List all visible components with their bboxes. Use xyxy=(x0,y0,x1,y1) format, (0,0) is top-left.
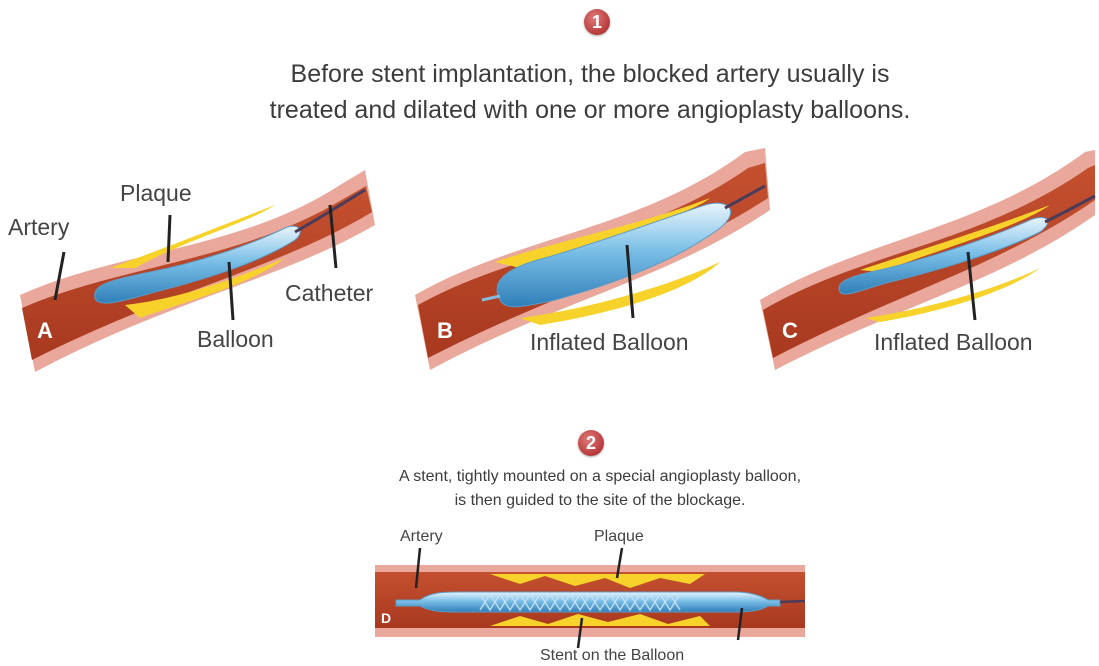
panel-d-artery-label: Artery xyxy=(400,528,443,546)
balloon-d xyxy=(396,592,780,612)
panel-a-letter: A xyxy=(37,318,53,344)
panel-d-illustration xyxy=(375,548,805,648)
panel-d-letter: D xyxy=(381,610,391,626)
panel-a-artery-label: Artery xyxy=(8,214,69,241)
step-1-badge: 1 xyxy=(584,9,610,35)
step-2-badge: 2 xyxy=(578,430,604,456)
panel-b-balloon-label: Inflated Balloon xyxy=(530,329,689,356)
panel-d-stent-label: Stent on the Balloon xyxy=(540,647,684,665)
step-1-caption-line-1: Before stent implantation, the blocked a… xyxy=(150,56,1030,92)
panel-d-plaque-label: Plaque xyxy=(594,528,644,546)
step-2-caption-line-2: is then guided to the site of the blocka… xyxy=(280,490,920,512)
step-1-caption-line-2: treated and dilated with one or more ang… xyxy=(150,92,1030,128)
panel-b-letter: B xyxy=(437,318,453,344)
panel-a-balloon-label: Balloon xyxy=(197,326,274,353)
panel-c-letter: C xyxy=(782,318,798,344)
panel-a-catheter-label: Catheter xyxy=(285,280,373,307)
panel-c-balloon-label: Inflated Balloon xyxy=(874,329,1033,356)
step-2-caption-line-1: A stent, tightly mounted on a special an… xyxy=(280,466,920,488)
panel-a-plaque-label: Plaque xyxy=(120,180,192,207)
